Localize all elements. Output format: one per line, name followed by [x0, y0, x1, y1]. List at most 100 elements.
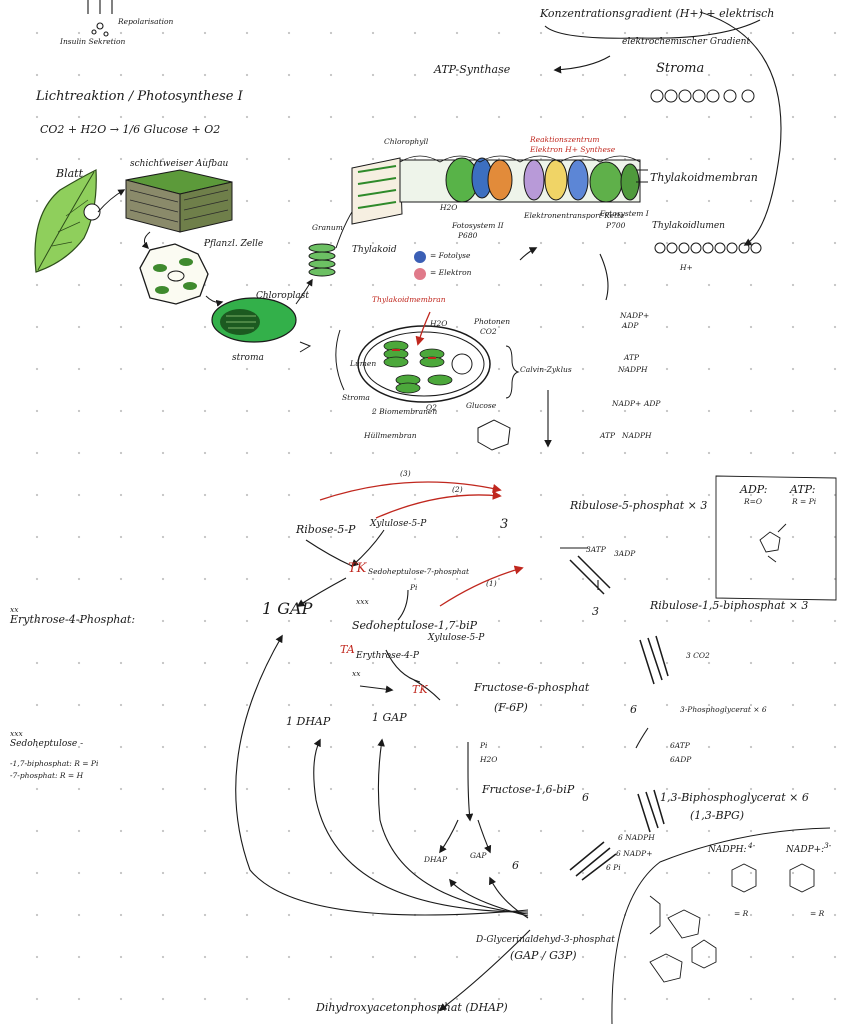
etc-label: Elektronentransport-Kette	[524, 211, 625, 220]
adp-box-adp: ADP:	[740, 483, 768, 496]
tk2-label: TK	[412, 683, 428, 696]
photosystem1-label: Fotosystem I	[600, 209, 649, 218]
p700-label: P700	[606, 221, 626, 230]
pga-label: 3-Phosphoglycerat × 6	[680, 705, 767, 714]
gradient-bracket	[544, 11, 782, 246]
granum-label: Granum	[312, 223, 343, 232]
glucose-ring-1	[477, 419, 511, 451]
adp-box-r2: R = Pi	[792, 497, 817, 506]
step3-label: (3)	[400, 469, 411, 478]
thylakoid-membrane-label: Thylakoidmembran	[650, 171, 758, 184]
xylulose5p-label: Xylulose-5-P	[370, 519, 427, 529]
ru5p-count: 3	[500, 517, 509, 532]
atp3-label: 3ATP	[586, 545, 606, 554]
f6p-label: Fructose-6-phosphat	[474, 681, 590, 694]
rubp-count: 3	[592, 605, 599, 618]
ta-label: TA	[340, 643, 355, 656]
photons-label: Photonen	[474, 317, 511, 326]
gap2-label: 1 GAP	[372, 711, 407, 724]
molecule-sketches	[649, 523, 815, 983]
p680-label: P680	[458, 231, 478, 240]
nadph-charge: 4-	[748, 841, 756, 850]
calvin-arrows	[296, 529, 649, 854]
membrane-annotation: Thylakoidmembran	[372, 295, 446, 304]
f6p-abbr: (F-6P)	[494, 701, 528, 714]
f16-label: Fructose-1,6-biP	[482, 783, 575, 796]
leaf-icon	[34, 169, 101, 273]
ru5p-label: Ribulose-5-phosphat × 3	[570, 499, 708, 512]
hullmembrane-label: Hüllmembran	[364, 431, 417, 440]
dhap2-label: DHAP	[424, 855, 448, 864]
lumen-detail-label: Lumen	[350, 359, 377, 368]
nadph-region-border	[611, 827, 831, 1024]
nadph-label: NADPH	[618, 365, 648, 374]
nadph-struct-label: NADPH:	[708, 845, 747, 855]
leaf-label: Blatt	[56, 167, 84, 180]
h2o-detail-label: H2O	[430, 319, 448, 328]
calvin-brace	[505, 345, 520, 399]
nadph2-label: NADPH	[622, 431, 652, 440]
electron-key: = Elektron	[430, 268, 472, 277]
sedo-note-c: -7-phosphat: R = H	[10, 771, 84, 780]
hplus-label: H+	[680, 263, 693, 272]
thylakoid-label: Thylakoid	[352, 245, 397, 255]
photosystem2-label: Fotosystem II	[452, 221, 504, 230]
step1-label: (1)	[486, 579, 497, 588]
bpg-abbr: (1,3-BPG)	[690, 809, 745, 822]
note-marker-xxx: xxx	[10, 729, 23, 738]
g3p-count: 6	[512, 859, 519, 872]
reaction-center-label: Reaktionszentrum	[530, 135, 600, 144]
adp6-label: 6ADP	[670, 755, 692, 764]
lumen-protons	[654, 242, 762, 254]
glucose-label: Glucose	[466, 401, 497, 410]
chlorophyll-label: Chlorophyll	[384, 137, 429, 146]
pi1-label: Pi	[410, 583, 418, 592]
adp2-label: ADP	[644, 399, 661, 408]
insulin-sketch	[87, 0, 113, 37]
pi2-label: Pi	[480, 741, 488, 750]
adp-box-r1: R=O	[744, 497, 763, 506]
pga-count: 6	[630, 703, 637, 716]
co2-label: 3 CO2	[686, 651, 710, 660]
h2o-membrane-label: H2O	[440, 203, 458, 212]
calvin-label: Calvin-Zyklus	[520, 365, 572, 374]
red-arrows	[319, 311, 524, 607]
insulin-label: Insulin Sekretion	[60, 37, 126, 46]
dhap1-label: 1 DHAP	[286, 715, 331, 728]
xx-label: xx	[352, 669, 361, 678]
gap1-label: 1 GAP	[262, 599, 313, 618]
chloroplast-detail	[335, 325, 491, 403]
dhap-name: Dihydroxyacetonphosphat (DHAP)	[316, 1001, 508, 1014]
step2-label: (2)	[452, 485, 463, 494]
nadph6-label: 6 NADPH	[618, 833, 655, 842]
adp3-label: 3ADP	[614, 549, 636, 558]
h2o-calvin-label: H2O	[480, 755, 498, 764]
sedo-note-title: Sedoheptulose -	[10, 739, 84, 749]
o2-label: O2	[426, 403, 437, 412]
xxx-label: xxx	[356, 597, 369, 606]
section-title: Lichtreaktion / Photosynthese I	[36, 89, 243, 104]
co2-detail-label: CO2	[480, 327, 497, 336]
gap3-label: GAP	[470, 851, 487, 860]
photosynthesis-equation: CO2 + H2O → 1/6 Glucose + O2	[40, 123, 221, 136]
lumen-label: Thylakoidlumen	[652, 221, 725, 231]
layered-label: schichtweiser Aufbau	[130, 159, 229, 169]
erythrose-note-title: Erythrose-4-Phosphat:	[10, 613, 136, 626]
atp-synthase-label: ATP-Synthase	[434, 63, 511, 76]
atp-label: ATP	[624, 353, 640, 362]
ribose5p-label: Ribose-5-P	[296, 523, 356, 536]
rubp-label: Ribulose-1,5-biphosphat × 3	[650, 599, 809, 612]
sedo17-label: Sedoheptulose-1,7-biP	[352, 619, 478, 632]
atp6-label: 6ATP	[670, 741, 690, 750]
gradient-subtitle: elektrochemischer Gradient	[622, 37, 751, 47]
main-arrows	[519, 247, 609, 448]
reaction-center-sub: Elektron H+ Synthese	[530, 145, 616, 154]
sedo7p-label: Sedoheptulose-7-phosphat	[368, 567, 469, 576]
bold-arrows	[569, 555, 669, 881]
biomembrane-label: 2 Biomembranen	[372, 407, 438, 416]
xylulose2-label: Xylulose-5-P	[428, 633, 485, 643]
adp-box-atp: ATP:	[790, 483, 816, 496]
nadp2-label: NADP+	[612, 399, 642, 408]
sedo-note-b: -1,7-biphosphat: R = Pi	[10, 759, 99, 768]
